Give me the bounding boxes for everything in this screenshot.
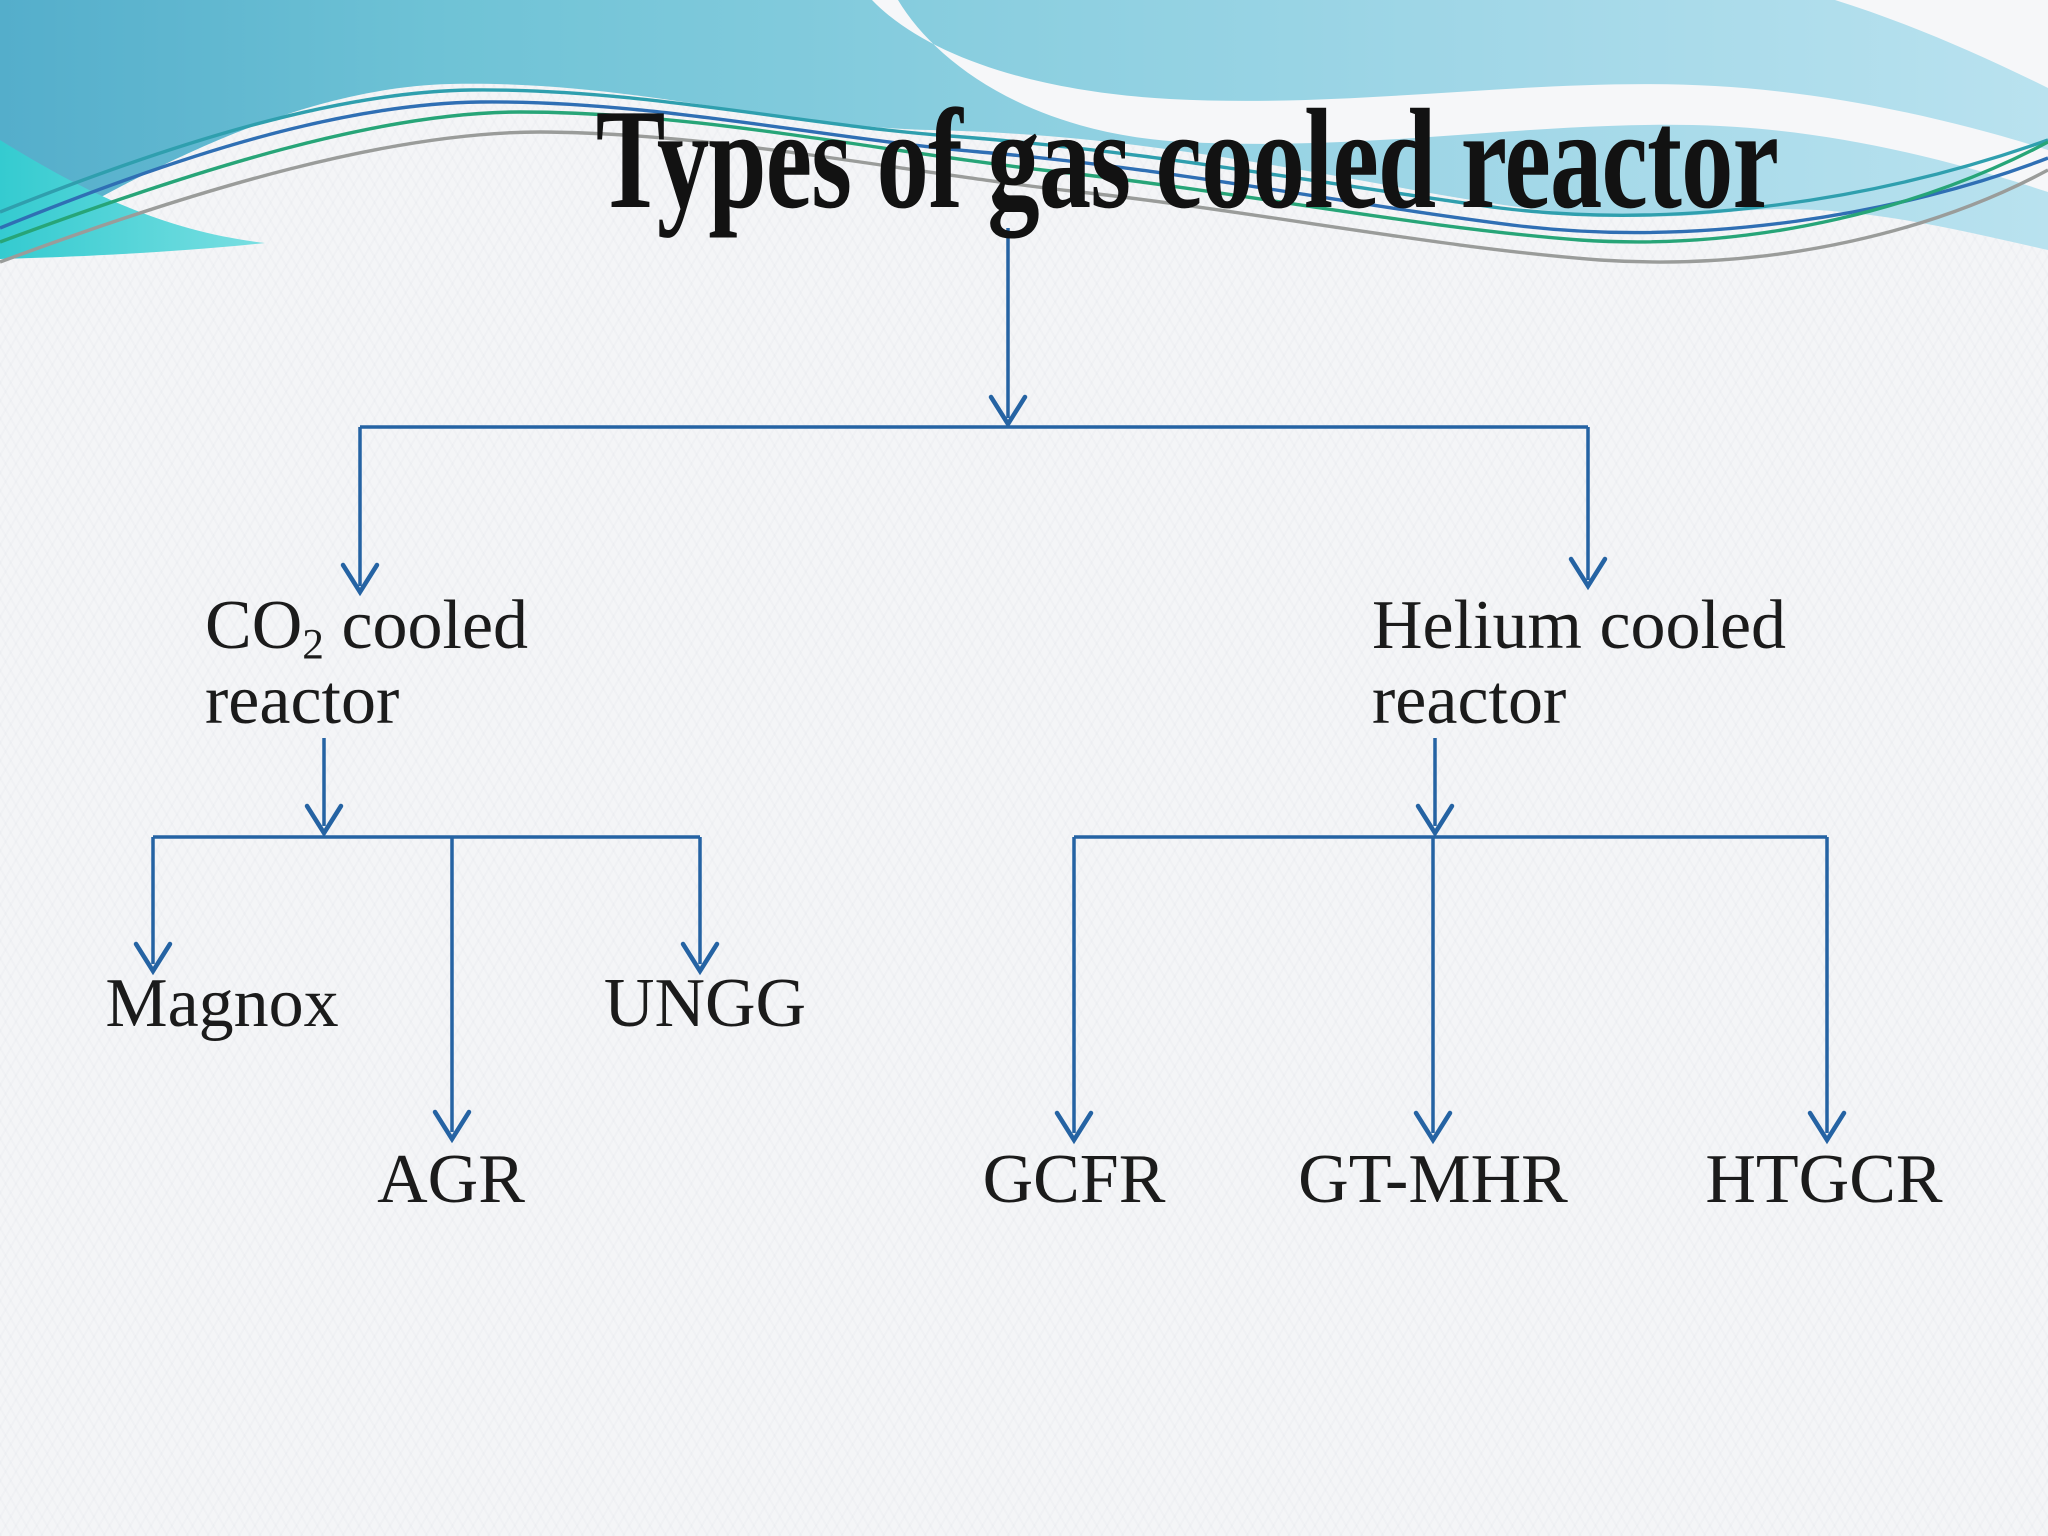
arrow-to-ungg	[680, 941, 720, 976]
accent-line-teal	[0, 88, 2048, 217]
node-co2-cooled-reactor: CO2 cooled reactor	[205, 588, 528, 738]
accent-line-green	[0, 110, 2048, 244]
arrow-to-magnox	[133, 941, 173, 976]
node-ungg: UNGG	[603, 965, 807, 1042]
page-title: Types of gas cooled reactor	[595, 80, 1779, 238]
node-magnox: Magnox	[105, 965, 339, 1042]
arrow-to-helium	[1568, 556, 1608, 591]
arrow-to-gtmhr	[1413, 1110, 1453, 1145]
node-helium-cooled-reactor: Helium cooled reactor	[1372, 588, 1786, 738]
accent-line-gray	[0, 130, 2048, 264]
node-agr: AGR	[377, 1141, 525, 1218]
co2-line1: CO2 cooled	[205, 587, 529, 669]
white-corner-swoosh	[1835, 0, 2048, 88]
connector-lines	[133, 228, 1847, 1145]
turquoise-wedge	[0, 140, 265, 259]
arrow-co2-to-rail	[304, 803, 344, 838]
helium-line2: reactor	[1372, 662, 1567, 739]
co2-subscript: 2	[302, 620, 324, 669]
arrow-to-htgcr	[1807, 1110, 1847, 1145]
wave-header	[0, 0, 2048, 264]
arrow-helium-to-rail	[1415, 803, 1455, 838]
arrow-to-co2	[340, 562, 380, 597]
accent-line-blue	[0, 100, 2048, 235]
white-ribbon	[872, 0, 2048, 192]
co2-line2: reactor	[205, 662, 400, 739]
arrow-to-agr	[432, 1109, 472, 1144]
arrow-to-level1-rail	[988, 394, 1028, 429]
helium-line1: Helium cooled	[1372, 587, 1787, 664]
node-gcfr: GCFR	[982, 1141, 1166, 1218]
arrow-to-gcfr	[1054, 1110, 1094, 1145]
node-htgcr: HTGCR	[1705, 1141, 1943, 1218]
node-gtmhr: GT-MHR	[1298, 1141, 1568, 1218]
